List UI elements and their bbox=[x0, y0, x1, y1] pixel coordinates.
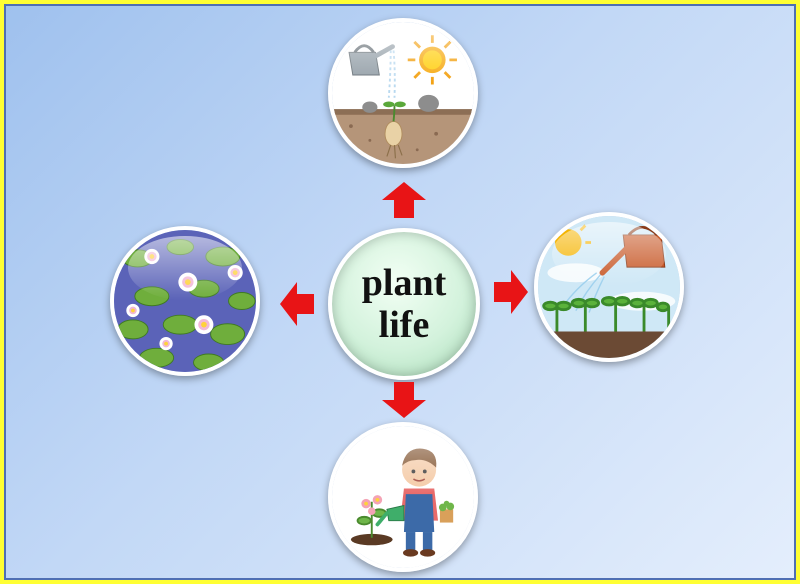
arrow-up-icon bbox=[382, 182, 426, 218]
watering-seedlings-node bbox=[534, 212, 684, 362]
water-lilies-node bbox=[110, 226, 260, 376]
center-title-line-2: life bbox=[378, 304, 430, 346]
child-gardening-node bbox=[328, 422, 478, 572]
seed-sprouting-node bbox=[328, 18, 478, 168]
arrow-down-icon bbox=[382, 382, 426, 418]
seed-sprouting-icon bbox=[332, 22, 474, 164]
child-gardening-icon bbox=[332, 426, 474, 568]
water-lilies-icon bbox=[114, 230, 256, 372]
diagram-canvas: plant life bbox=[4, 4, 796, 580]
center-title-line-1: plant bbox=[361, 262, 447, 304]
center-node: plant life bbox=[328, 228, 480, 380]
watering-seedlings-icon bbox=[538, 216, 680, 358]
arrow-right-icon bbox=[494, 270, 528, 314]
arrow-left-icon bbox=[280, 282, 314, 326]
center-title: plant life bbox=[362, 262, 446, 346]
